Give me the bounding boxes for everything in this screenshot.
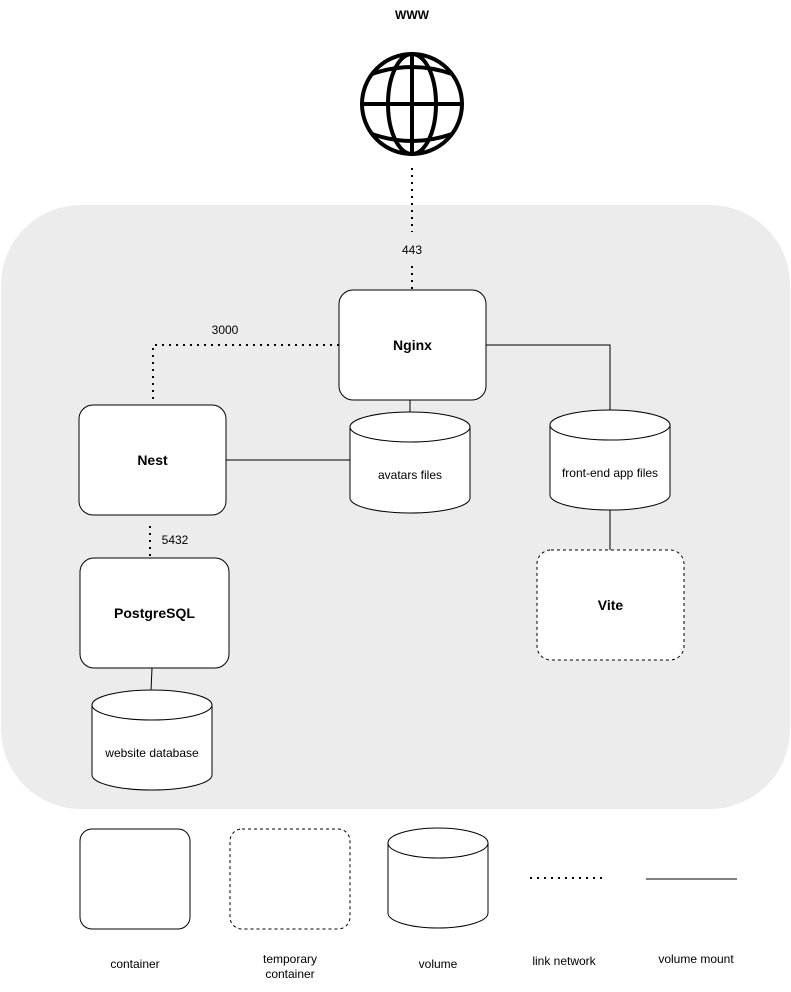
globe-icon <box>360 52 464 156</box>
link-nginx-nest <box>152 344 339 403</box>
vite-temporary-container <box>536 549 685 661</box>
legend-link-network-label: link network <box>532 954 596 968</box>
frontend-volume-label: front-end app files <box>562 466 658 480</box>
postgresql-container <box>79 557 230 669</box>
legend-volume-swatch <box>387 827 489 929</box>
legend-temporary-container-swatch <box>229 828 351 930</box>
avatars-volume <box>349 411 471 514</box>
legend-container-swatch <box>79 828 191 930</box>
port-3000-label: 3000 <box>212 323 239 337</box>
vite-label: Vite <box>598 597 624 613</box>
database-volume <box>91 689 213 791</box>
nginx-label: Nginx <box>393 337 432 353</box>
postgresql-label: PostgreSQL <box>114 605 195 621</box>
frontend-volume <box>549 409 671 511</box>
port-443-label: 443 <box>402 243 422 257</box>
nginx-container <box>338 289 487 401</box>
www-label: WWW <box>395 8 430 22</box>
mount-nginx-frontend <box>486 344 611 411</box>
legend-volume-mount-label: volume mount <box>658 952 734 966</box>
database-volume-label: website database <box>104 746 199 760</box>
port-5432-label: 5432 <box>162 533 189 547</box>
legend-volume-label: volume <box>419 957 458 971</box>
avatars-volume-label: avatars files <box>378 468 442 482</box>
legend-temporary-container-label-2: container <box>265 967 314 981</box>
mount-postgres-database <box>150 667 153 692</box>
nest-label: Nest <box>137 452 168 468</box>
nest-container <box>78 404 227 516</box>
legend-container-label: container <box>110 957 159 971</box>
legend-temporary-container-label-1: temporary <box>263 952 317 966</box>
